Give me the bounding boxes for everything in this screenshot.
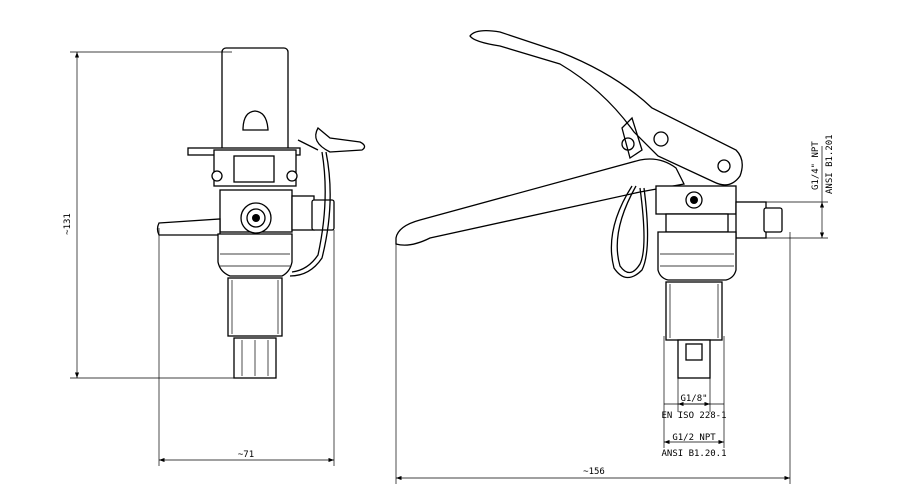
height-dimension-label: ~131 — [63, 213, 73, 235]
bottom-thread-label: G1/2 NPT — [672, 433, 716, 443]
bottom-thread-standard-label: ANSI B1.20.1 — [661, 449, 726, 459]
length-dimension-label: ~156 — [583, 467, 605, 477]
side-thread-label: G1/4" NPT — [811, 141, 821, 190]
width-dimension-label: ~71 — [238, 450, 254, 460]
front-view-dimensions — [70, 51, 335, 466]
front-view-valve — [156, 47, 366, 379]
side-view-valve — [395, 30, 783, 379]
side-thread-standard-label: ANSI B1.201 — [825, 134, 835, 194]
side-view-dimensions — [395, 146, 828, 484]
top-thread-label: G1/8" — [680, 394, 707, 404]
top-thread-standard-label: EN ISO 228-1 — [661, 411, 726, 421]
